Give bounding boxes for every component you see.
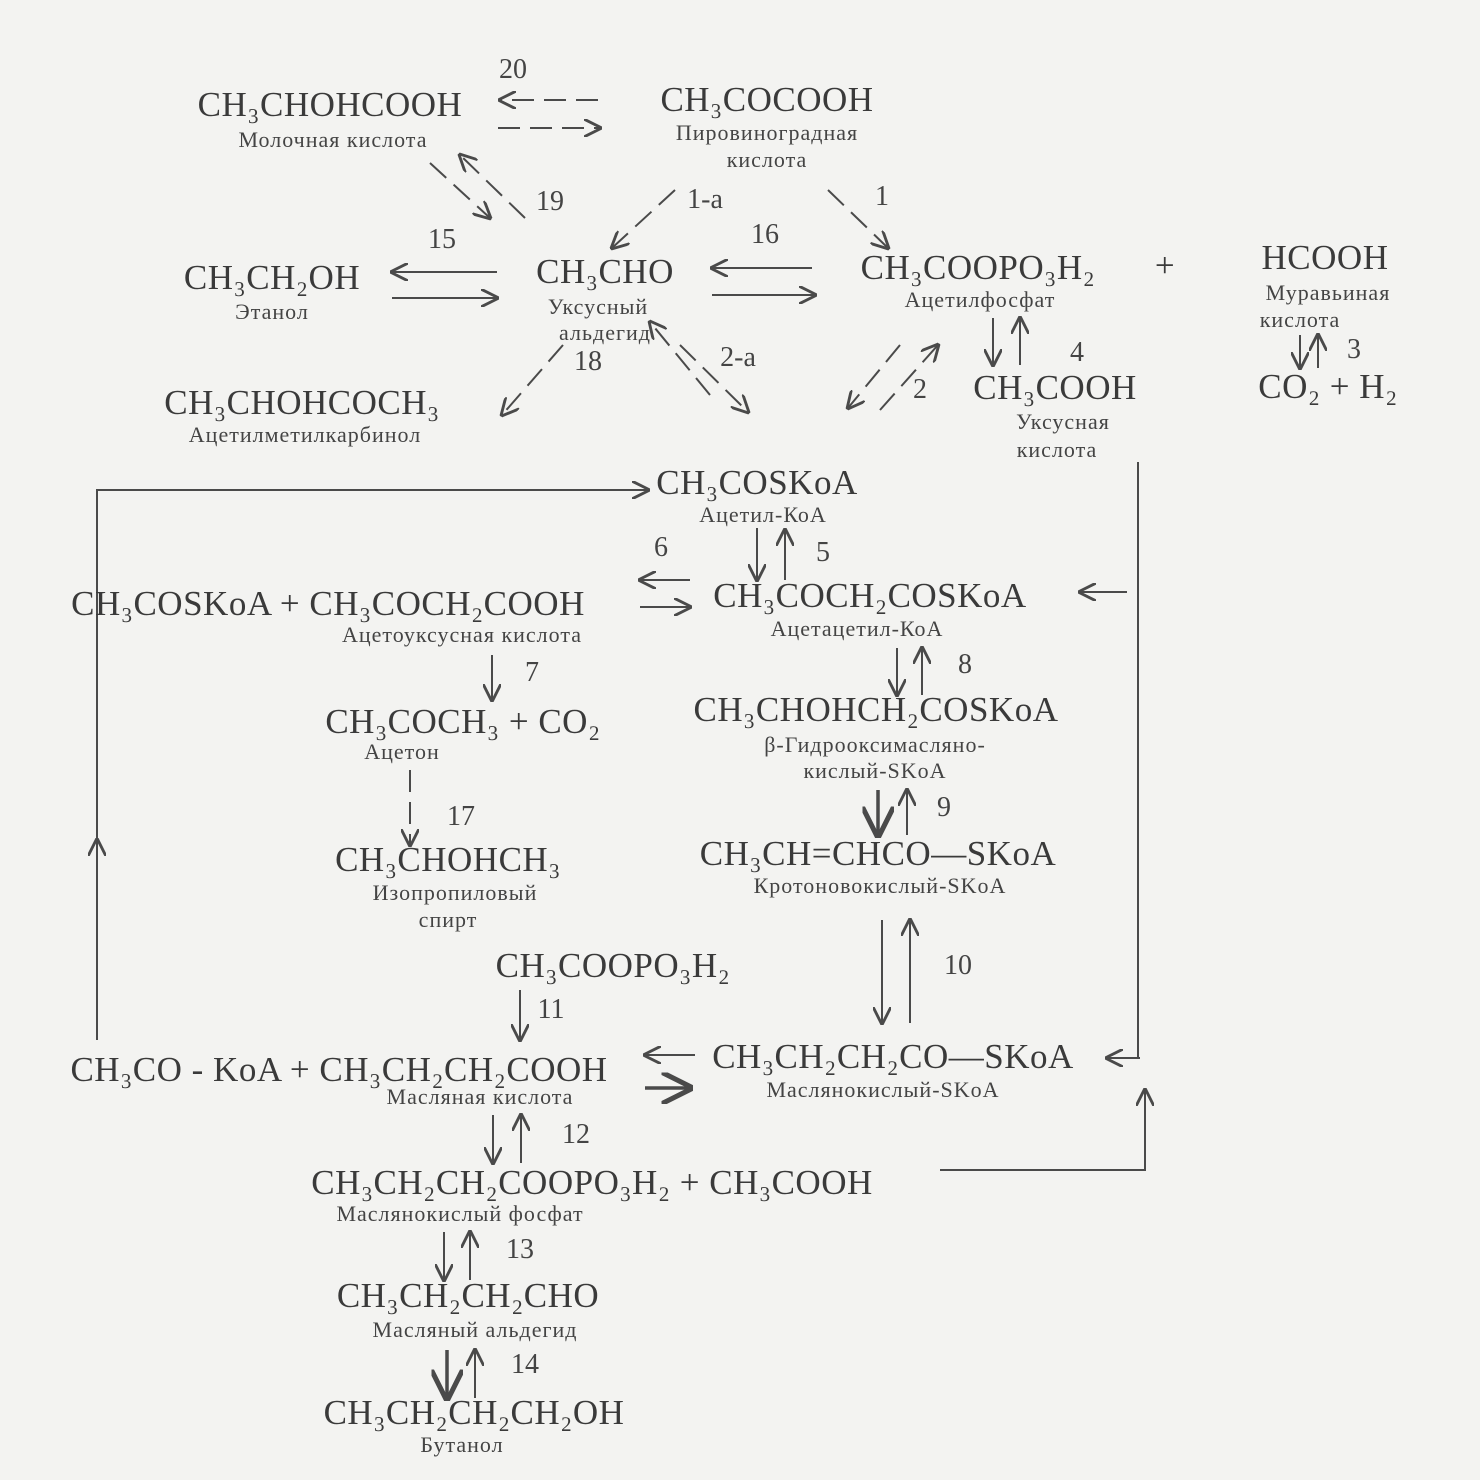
butyraldehyde-label: Масляный альдегид xyxy=(372,1317,578,1342)
step-1: 1 xyxy=(875,181,889,212)
arrow-3 xyxy=(1300,335,1318,368)
step-6: 6 xyxy=(654,532,668,563)
step-19: 19 xyxy=(536,186,564,217)
step-1a: 1-а xyxy=(687,184,723,215)
arrow-13 xyxy=(444,1232,470,1280)
step-13: 13 xyxy=(506,1234,534,1265)
butyryl-coa-formula: CH₃CH₂CH₂CO—SKoA xyxy=(712,1037,1074,1076)
ethanol-label: Этанол xyxy=(235,299,309,324)
butyryl-phosphate-formula: CH₃CH₂CH₂COOPO₃H₂ + CH₃COOH xyxy=(311,1163,873,1202)
acetone-formula: CH₃COCH₃ + CO₂ xyxy=(325,702,601,741)
acetylphosphate-label: Ацетилфосфат xyxy=(904,287,1056,312)
step-2: 2 xyxy=(913,374,927,405)
step-18: 18 xyxy=(574,346,602,377)
arrow-4 xyxy=(993,318,1020,365)
butyraldehyde-formula: CH₃CH₂CH₂CHO xyxy=(336,1276,600,1315)
acetoacetic-acid-formula: CH₃COSKoA + CH₃COCH₂COOH xyxy=(71,584,585,623)
acetic-acid-label-2: кислота xyxy=(1016,437,1098,462)
step-9: 9 xyxy=(937,792,951,823)
step-11: 11 xyxy=(537,994,565,1025)
hydroxybutyryl-coa-label: β-Гидрооксимасляно- xyxy=(764,732,986,757)
acetone-label: Ацетон xyxy=(364,739,440,764)
arrow-8 xyxy=(897,648,922,695)
step-4: 4 xyxy=(1070,337,1084,368)
acetaldehyde-label-2: альдегид xyxy=(559,320,651,345)
acetaldehyde-label: Уксусный xyxy=(547,294,649,319)
formic-acid-formula: HCOOH xyxy=(1261,238,1389,277)
acetoacetyl-coa-label: Ацетацетил-КоА xyxy=(770,616,944,641)
lactic-acid-label: Молочная кислота xyxy=(238,127,428,152)
left-loop-arrow xyxy=(97,490,648,1040)
arrow-1 xyxy=(827,189,888,248)
butyryl-exchange-arrows xyxy=(645,1055,695,1088)
arrow-15 xyxy=(392,272,497,298)
butyryl-phosphate-label: Маслянокислый фосфат xyxy=(336,1201,584,1226)
isopropanol-formula: CH₃CHOHCH₃ xyxy=(335,840,561,879)
plus-sign: + xyxy=(1154,246,1176,285)
arrow-18 xyxy=(502,344,564,415)
pyruvic-acid-label-2: кислота xyxy=(726,147,808,172)
butanol-formula: CH₃CH₂CH₂CH₂OH xyxy=(323,1393,625,1432)
step-8: 8 xyxy=(958,649,972,680)
ethanol-formula: CH₃CH₂OH xyxy=(183,258,361,297)
step-5: 5 xyxy=(816,537,830,568)
isopropanol-label: Изопропиловый xyxy=(372,880,538,905)
step-17: 17 xyxy=(447,801,475,832)
acetoin-label: Ацетилметилкарбинол xyxy=(188,422,422,447)
step-15: 15 xyxy=(428,224,456,255)
lactic-acid-formula: CH₃CHOHCOOH xyxy=(197,85,463,124)
arrow-6 xyxy=(640,580,690,607)
arrow-12 xyxy=(493,1115,521,1163)
butyric-acid-formula: CH₃CO - KoA + CH₃CH₂CH₂COOH xyxy=(70,1050,608,1089)
acetaldehyde-formula: CH₃CHO xyxy=(536,252,674,291)
step-2a: 2-а xyxy=(720,342,756,373)
step-12: 12 xyxy=(562,1119,590,1150)
acetyl-coa-formula: CH₃COSKoA xyxy=(656,463,858,502)
acetylphosphate-formula: CH₃COOPO₃H₂ xyxy=(860,248,1096,287)
step-20: 20 xyxy=(499,54,527,85)
acetoacetyl-coa-formula: CH₃COCH₂COSKoA xyxy=(713,576,1027,615)
right-loop-arrow xyxy=(1080,462,1140,1058)
acetyl-coa-label: Ацетил-КоА xyxy=(699,502,827,527)
co2-h2-formula: CO₂ + H₂ xyxy=(1258,367,1398,406)
arrow-9 xyxy=(878,790,907,835)
arrow-2a xyxy=(650,322,748,412)
butyryl-coa-label: Маслянокислый-SKoA xyxy=(766,1077,1000,1102)
formic-acid-label: Муравьиная xyxy=(1265,280,1391,305)
step-10: 10 xyxy=(944,950,972,981)
arrow-19 xyxy=(429,155,526,218)
arrow-14 xyxy=(447,1350,475,1398)
hydroxybutyryl-coa-formula: CH₃CHOHCH₂COSKoA xyxy=(693,690,1059,729)
crotonyl-coa-formula: CH₃CH=CHCO—SKoA xyxy=(699,834,1057,873)
butanol-label: Бутанол xyxy=(420,1432,504,1457)
arrow-5 xyxy=(757,528,785,580)
butyric-acid-label: Масляная кислота xyxy=(386,1084,574,1109)
arrow-10 xyxy=(882,920,910,1023)
acetoin-formula: CH₃CHOHCOCH₃ xyxy=(164,383,440,422)
acetic-acid-label: Уксусная xyxy=(1016,409,1110,434)
acetate-return-arrow xyxy=(940,1090,1145,1171)
hydroxybutyryl-coa-label-2: кислый-SKoA xyxy=(803,758,947,783)
arrow-2 xyxy=(848,345,938,410)
step-14: 14 xyxy=(511,1349,539,1380)
pyruvic-acid-label: Пировиноградная xyxy=(675,120,859,145)
step-3: 3 xyxy=(1347,334,1361,365)
acetoacetic-acid-label: Ацетоуксусная кислота xyxy=(341,622,583,647)
arrow-1a xyxy=(612,189,676,248)
arrow-16 xyxy=(712,268,815,295)
acetylphosphate-2-formula: CH₃COOPO₃H₂ xyxy=(495,946,731,985)
step-7: 7 xyxy=(525,657,539,688)
pyruvic-acid-formula: CH₃COCOOH xyxy=(660,80,874,119)
arrow-20 xyxy=(498,100,600,128)
isopropanol-label-2: спирт xyxy=(418,907,478,932)
acetic-acid-formula: CH₃COOH xyxy=(973,368,1137,407)
crotonyl-coa-label: Кротоновокислый-SKoA xyxy=(753,873,1007,898)
formic-acid-label-2: кислота xyxy=(1259,307,1341,332)
step-16: 16 xyxy=(751,219,779,250)
